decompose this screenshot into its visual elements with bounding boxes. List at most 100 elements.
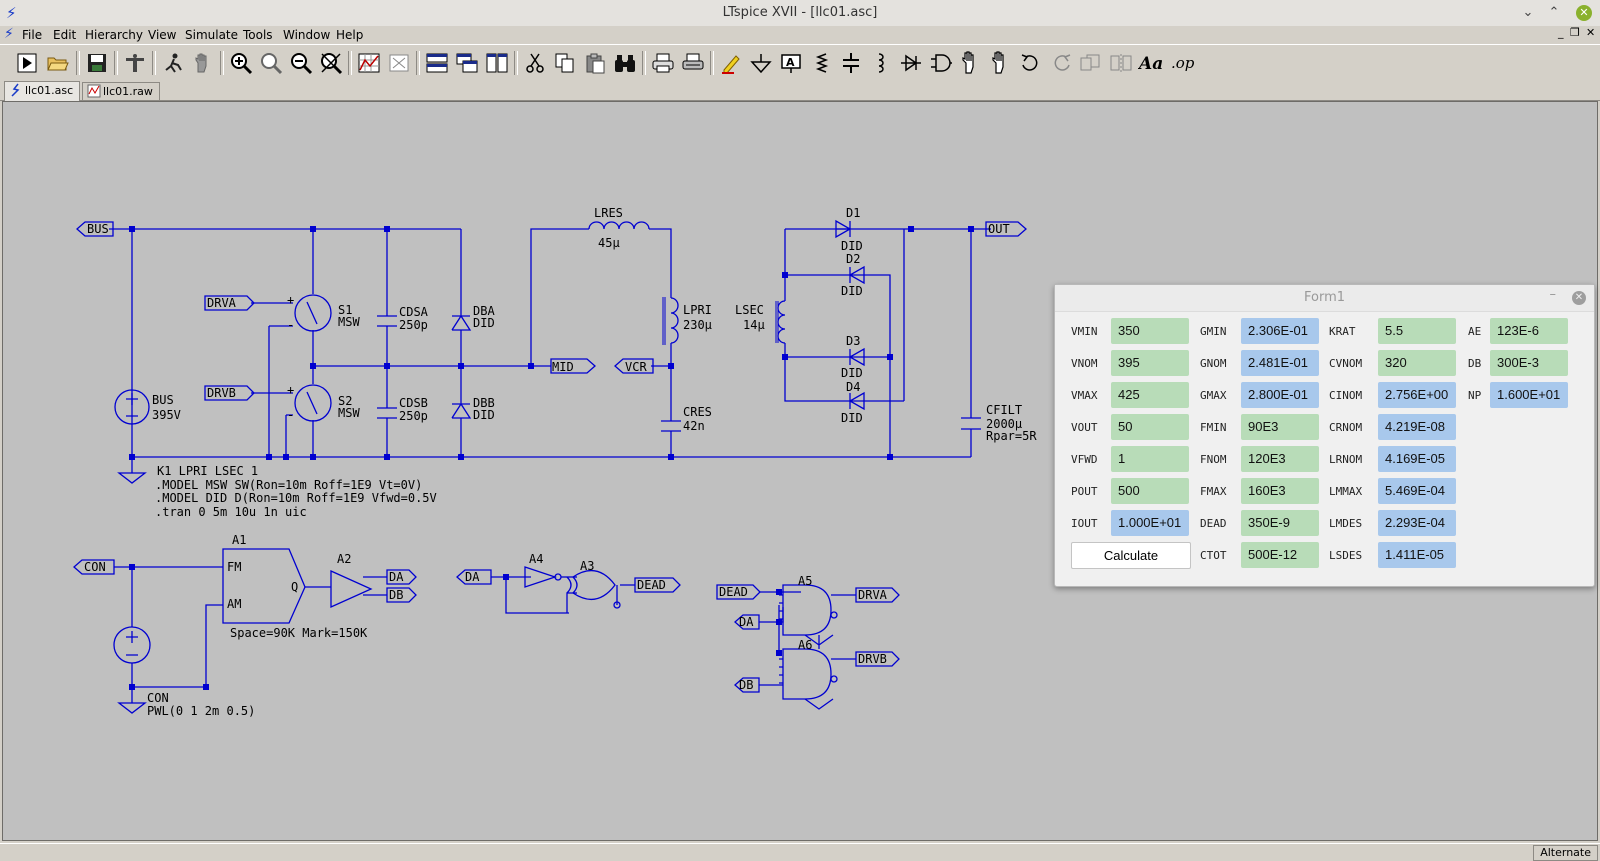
diode-icon[interactable] [898,50,924,76]
save-icon[interactable] [84,50,110,76]
mdi-close-button[interactable]: ✕ [1586,26,1596,39]
a5-name: A5 [798,574,812,588]
netlabel-con: CON [84,560,106,574]
tab-label: llc01.raw [103,85,153,98]
crnom-label: CRNOM [1329,421,1363,434]
menu-simulate[interactable]: Simulate [185,28,239,42]
ctot-field[interactable]: 500E-12 [1241,542,1319,568]
calculate-button[interactable]: Calculate [1071,542,1191,569]
menu-help[interactable]: Help [336,28,364,42]
fmin-field[interactable]: 90E3 [1241,414,1319,440]
a1-pin-am: AM [227,597,241,611]
vmin-field[interactable]: 350 [1111,318,1189,344]
netlabel-mid: MID [552,360,574,374]
menu-edit[interactable]: Edit [53,28,77,42]
form1-dialog: Form1 – ✕ VMIN 350 VNOM 395 VMAX 425 VOU… [1054,284,1595,587]
d3-value: DID [841,366,863,380]
ground-icon[interactable] [748,50,774,76]
db-field[interactable]: 300E-3 [1490,350,1568,376]
undo-icon[interactable] [1018,50,1044,76]
menu-view[interactable]: View [148,28,177,42]
form1-close-button[interactable]: ✕ [1572,291,1586,305]
close-button[interactable]: ✕ [1576,5,1592,21]
tile-vertical-icon[interactable] [484,50,510,76]
fmax-field[interactable]: 160E3 [1241,478,1319,504]
menu-file[interactable]: File [22,28,43,42]
zoom-out-icon[interactable] [288,50,314,76]
vnom-field[interactable]: 395 [1111,350,1189,376]
cascade-icon[interactable] [454,50,480,76]
vout-field[interactable]: 50 [1111,414,1189,440]
fit-icon[interactable] [386,50,412,76]
form1-minimize-button[interactable]: – [1549,287,1557,302]
vmin-label: VMIN [1071,325,1098,338]
capacitor-icon[interactable] [838,50,864,76]
dead-label: DEAD [1200,517,1227,530]
netlabel-out: OUT [988,222,1010,236]
drag-icon[interactable] [988,50,1014,76]
zoom-area-icon[interactable] [258,50,284,76]
netlabel-dead: DEAD [637,578,666,592]
a6-name: A6 [798,638,812,652]
menu-tools[interactable]: Tools [243,28,273,42]
print-setup-icon[interactable] [680,50,706,76]
print-icon[interactable] [650,50,676,76]
find-icon[interactable] [612,50,638,76]
maximize-button[interactable]: ⌃ [1548,5,1560,20]
pout-field[interactable]: 500 [1111,478,1189,504]
rotate-icon[interactable] [1078,50,1104,76]
lsec-name: LSEC [735,303,764,317]
copy-icon[interactable] [552,50,578,76]
autorange-icon[interactable] [356,50,382,76]
text-icon[interactable]: Aa [1138,50,1164,76]
resistor-icon[interactable] [808,50,834,76]
zoom-cancel-icon[interactable] [318,50,344,76]
mdi-restore-button[interactable]: ❐ [1570,26,1580,39]
waveform-icon [87,84,101,103]
ae-field[interactable]: 123E-6 [1490,318,1568,344]
vfwd-field[interactable]: 1 [1111,446,1189,472]
hand-icon[interactable] [190,50,216,76]
s2-name: S2 [338,394,352,408]
menu-window[interactable]: Window [283,28,331,42]
netlabel-drva: DRVA [207,296,237,310]
tab-schematic[interactable]: llc01.asc [4,81,81,102]
run-icon[interactable] [14,50,40,76]
document-menu-icon[interactable]: ⚡ [4,26,14,42]
component-icon[interactable] [928,50,954,76]
schematic-icon [9,83,21,102]
zoom-in-icon[interactable] [228,50,254,76]
control-panel-icon[interactable] [122,50,148,76]
vfwd-label: VFWD [1071,453,1098,466]
cvnom-field[interactable]: 320 [1378,350,1456,376]
cvnom-label: CVNOM [1329,357,1363,370]
open-icon[interactable] [45,50,71,76]
document-tabs: llc01.asc llc01.raw [0,81,1600,101]
spice-directive-icon[interactable]: .op [1170,50,1196,76]
dbb-value: DID [473,408,495,422]
tile-horizontal-icon[interactable] [424,50,450,76]
mirror-icon[interactable] [1108,50,1134,76]
menu-hierarchy[interactable]: Hierarchy [85,28,144,42]
krat-field[interactable]: 5.5 [1378,318,1456,344]
move-icon[interactable] [958,50,984,76]
redo-icon[interactable] [1048,50,1074,76]
gmin-field: 2.306E-01 [1241,318,1319,344]
paste-icon[interactable] [582,50,608,76]
title-bar: ⚡ LTspice XVII - [llc01.asc] ⌄ ⌃ ✕ [0,0,1600,27]
svg-text:-: - [287,408,294,422]
cut-icon[interactable] [522,50,548,76]
vmax-field[interactable]: 425 [1111,382,1189,408]
s2-value: MSW [338,406,360,420]
tab-waveform[interactable]: llc01.raw [82,82,160,100]
dead-field[interactable]: 350E-9 [1241,510,1319,536]
halt-icon[interactable] [160,50,186,76]
lres-value: 45µ [598,236,620,250]
mdi-minimize-button[interactable]: _ [1558,26,1564,39]
label-net-icon[interactable]: A [778,50,804,76]
netlabel-db-input-2: DB [739,678,753,692]
minimize-button[interactable]: ⌄ [1522,5,1534,20]
fnom-field[interactable]: 120E3 [1241,446,1319,472]
inductor-icon[interactable] [868,50,894,76]
wire-icon[interactable] [718,50,744,76]
